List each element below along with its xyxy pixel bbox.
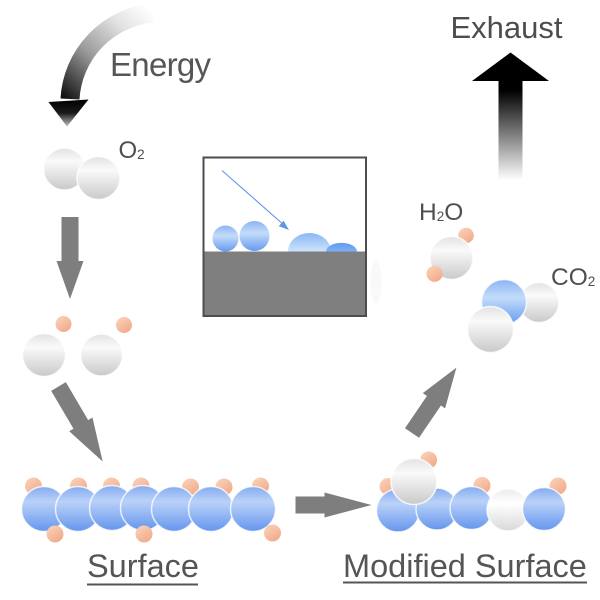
svg-text:Modified Surface: Modified Surface (343, 548, 587, 584)
svg-text:Surface: Surface (87, 548, 199, 584)
svg-text:O2: O2 (119, 137, 145, 164)
svg-text:CO2: CO2 (551, 264, 595, 291)
svg-text:Energy: Energy (110, 46, 212, 83)
svg-text:Exhaust: Exhaust (451, 10, 563, 45)
svg-text:H2O: H2O (419, 199, 463, 226)
